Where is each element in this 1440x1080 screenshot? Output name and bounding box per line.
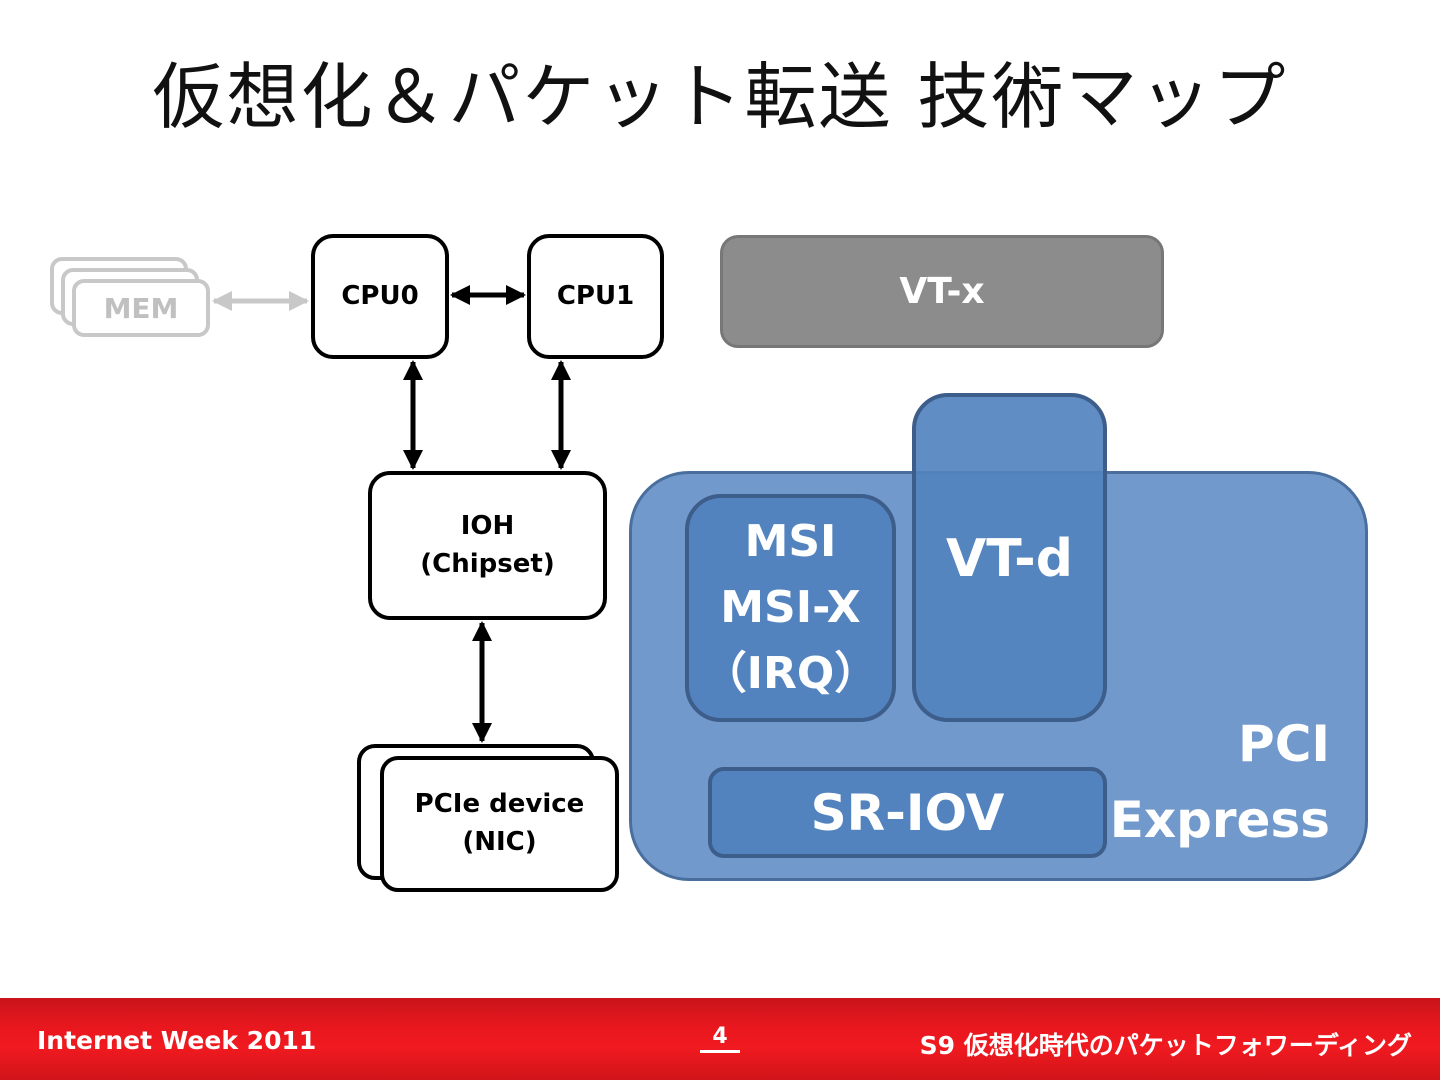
slide-title: 仮想化＆パケット転送 技術マップ [152,55,1288,139]
cpu0-label: CPU0 [341,280,419,311]
msi-box: MSI MSI-X （IRQ） [685,494,896,722]
ioh-label: IOH [460,510,515,541]
irq-label: （IRQ） [702,648,879,699]
cpu1-box: CPU1 [527,234,664,359]
vt-d-label: VT-d [946,529,1073,589]
pci-express-label: PCI Express [1110,706,1330,858]
msi-x-label: MSI-X [720,582,861,633]
cpu0-box: CPU0 [311,234,449,359]
cpu1-label: CPU1 [556,280,635,311]
ioh-sublabel: (Chipset) [420,548,555,579]
msi-label: MSI [744,516,837,567]
sr-iov-box: SR-IOV [708,767,1107,858]
pcie-device-label: PCIe device [414,789,585,820]
mem-label: MEM [103,291,179,325]
pci-express-line1: PCI [1238,715,1330,773]
pci-express-line2: Express [1109,791,1330,849]
page-number: 4 [700,1024,740,1053]
footer-session-title: S9 仮想化時代のパケットフォワーディング [919,1031,1412,1060]
sr-iov-label: SR-IOV [810,783,1005,842]
pcie-device-sublabel: (NIC) [462,827,537,857]
mem-box: MEM [72,279,210,337]
footer-event-name: Internet Week 2011 [37,1026,317,1055]
pcie-device-box: PCIe device (NIC) [380,756,619,892]
vt-x-box: VT-x [720,235,1164,348]
footer-bar [0,998,1440,1080]
vt-d-box: VT-d [912,393,1107,722]
ioh-box: IOH (Chipset) [368,471,607,620]
vt-x-label: VT-x [899,271,985,312]
